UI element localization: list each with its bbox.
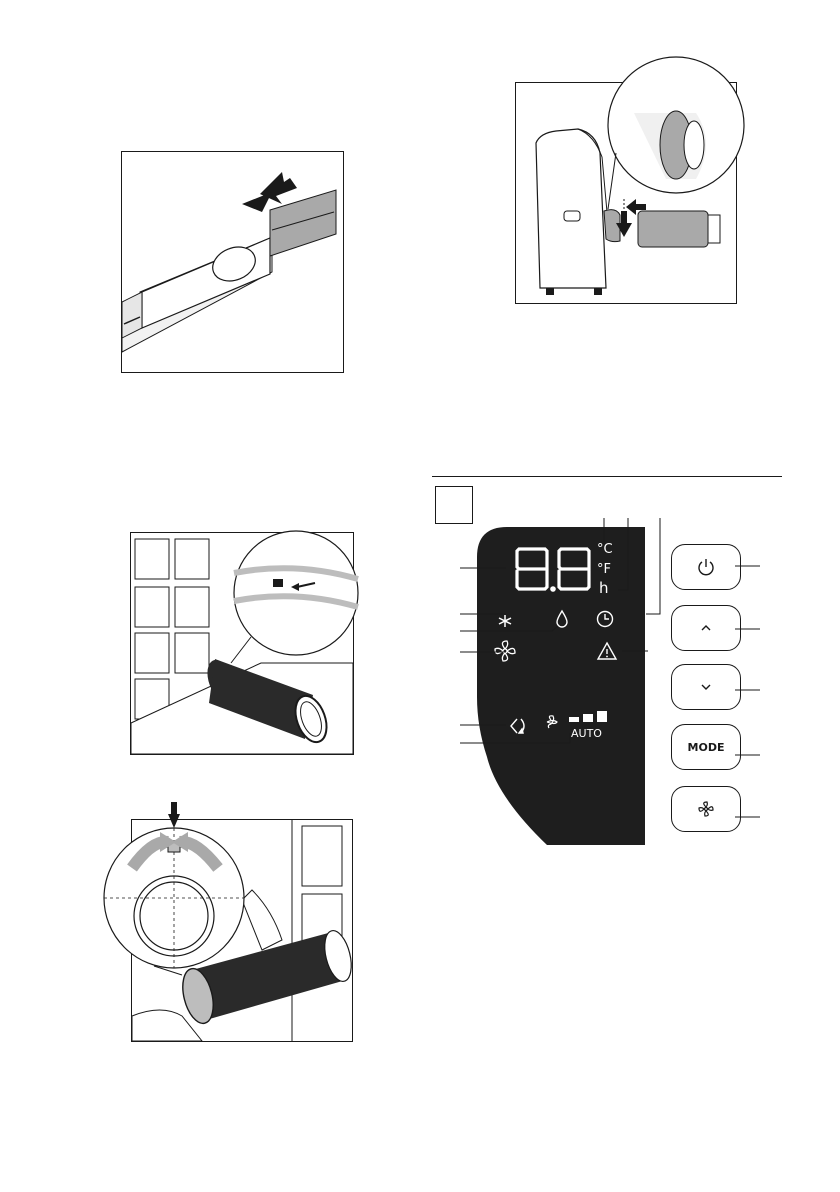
mode-button[interactable]: MODE xyxy=(671,724,741,770)
hose-window-illustration xyxy=(130,532,354,755)
control-display-panel: °C °F h xyxy=(477,527,645,845)
window-kit-illustration xyxy=(121,151,344,373)
chevron-up-icon xyxy=(699,623,713,633)
section-marker xyxy=(435,486,473,524)
down-button[interactable] xyxy=(671,664,741,710)
power-icon xyxy=(696,557,716,577)
fan-icon xyxy=(696,799,716,819)
power-button[interactable] xyxy=(671,544,741,590)
section-divider xyxy=(432,476,782,477)
up-button[interactable] xyxy=(671,605,741,651)
hose-twist-illustration xyxy=(131,819,353,1042)
unit-fahrenheit: °F xyxy=(597,562,611,577)
fan-auto-label: AUTO xyxy=(571,727,602,740)
fan-button[interactable] xyxy=(671,786,741,832)
unit-hours: h xyxy=(599,579,609,597)
unit-celsius: °C xyxy=(597,542,613,557)
chevron-down-icon xyxy=(699,682,713,692)
unit-hose-attach-illustration xyxy=(515,82,737,304)
